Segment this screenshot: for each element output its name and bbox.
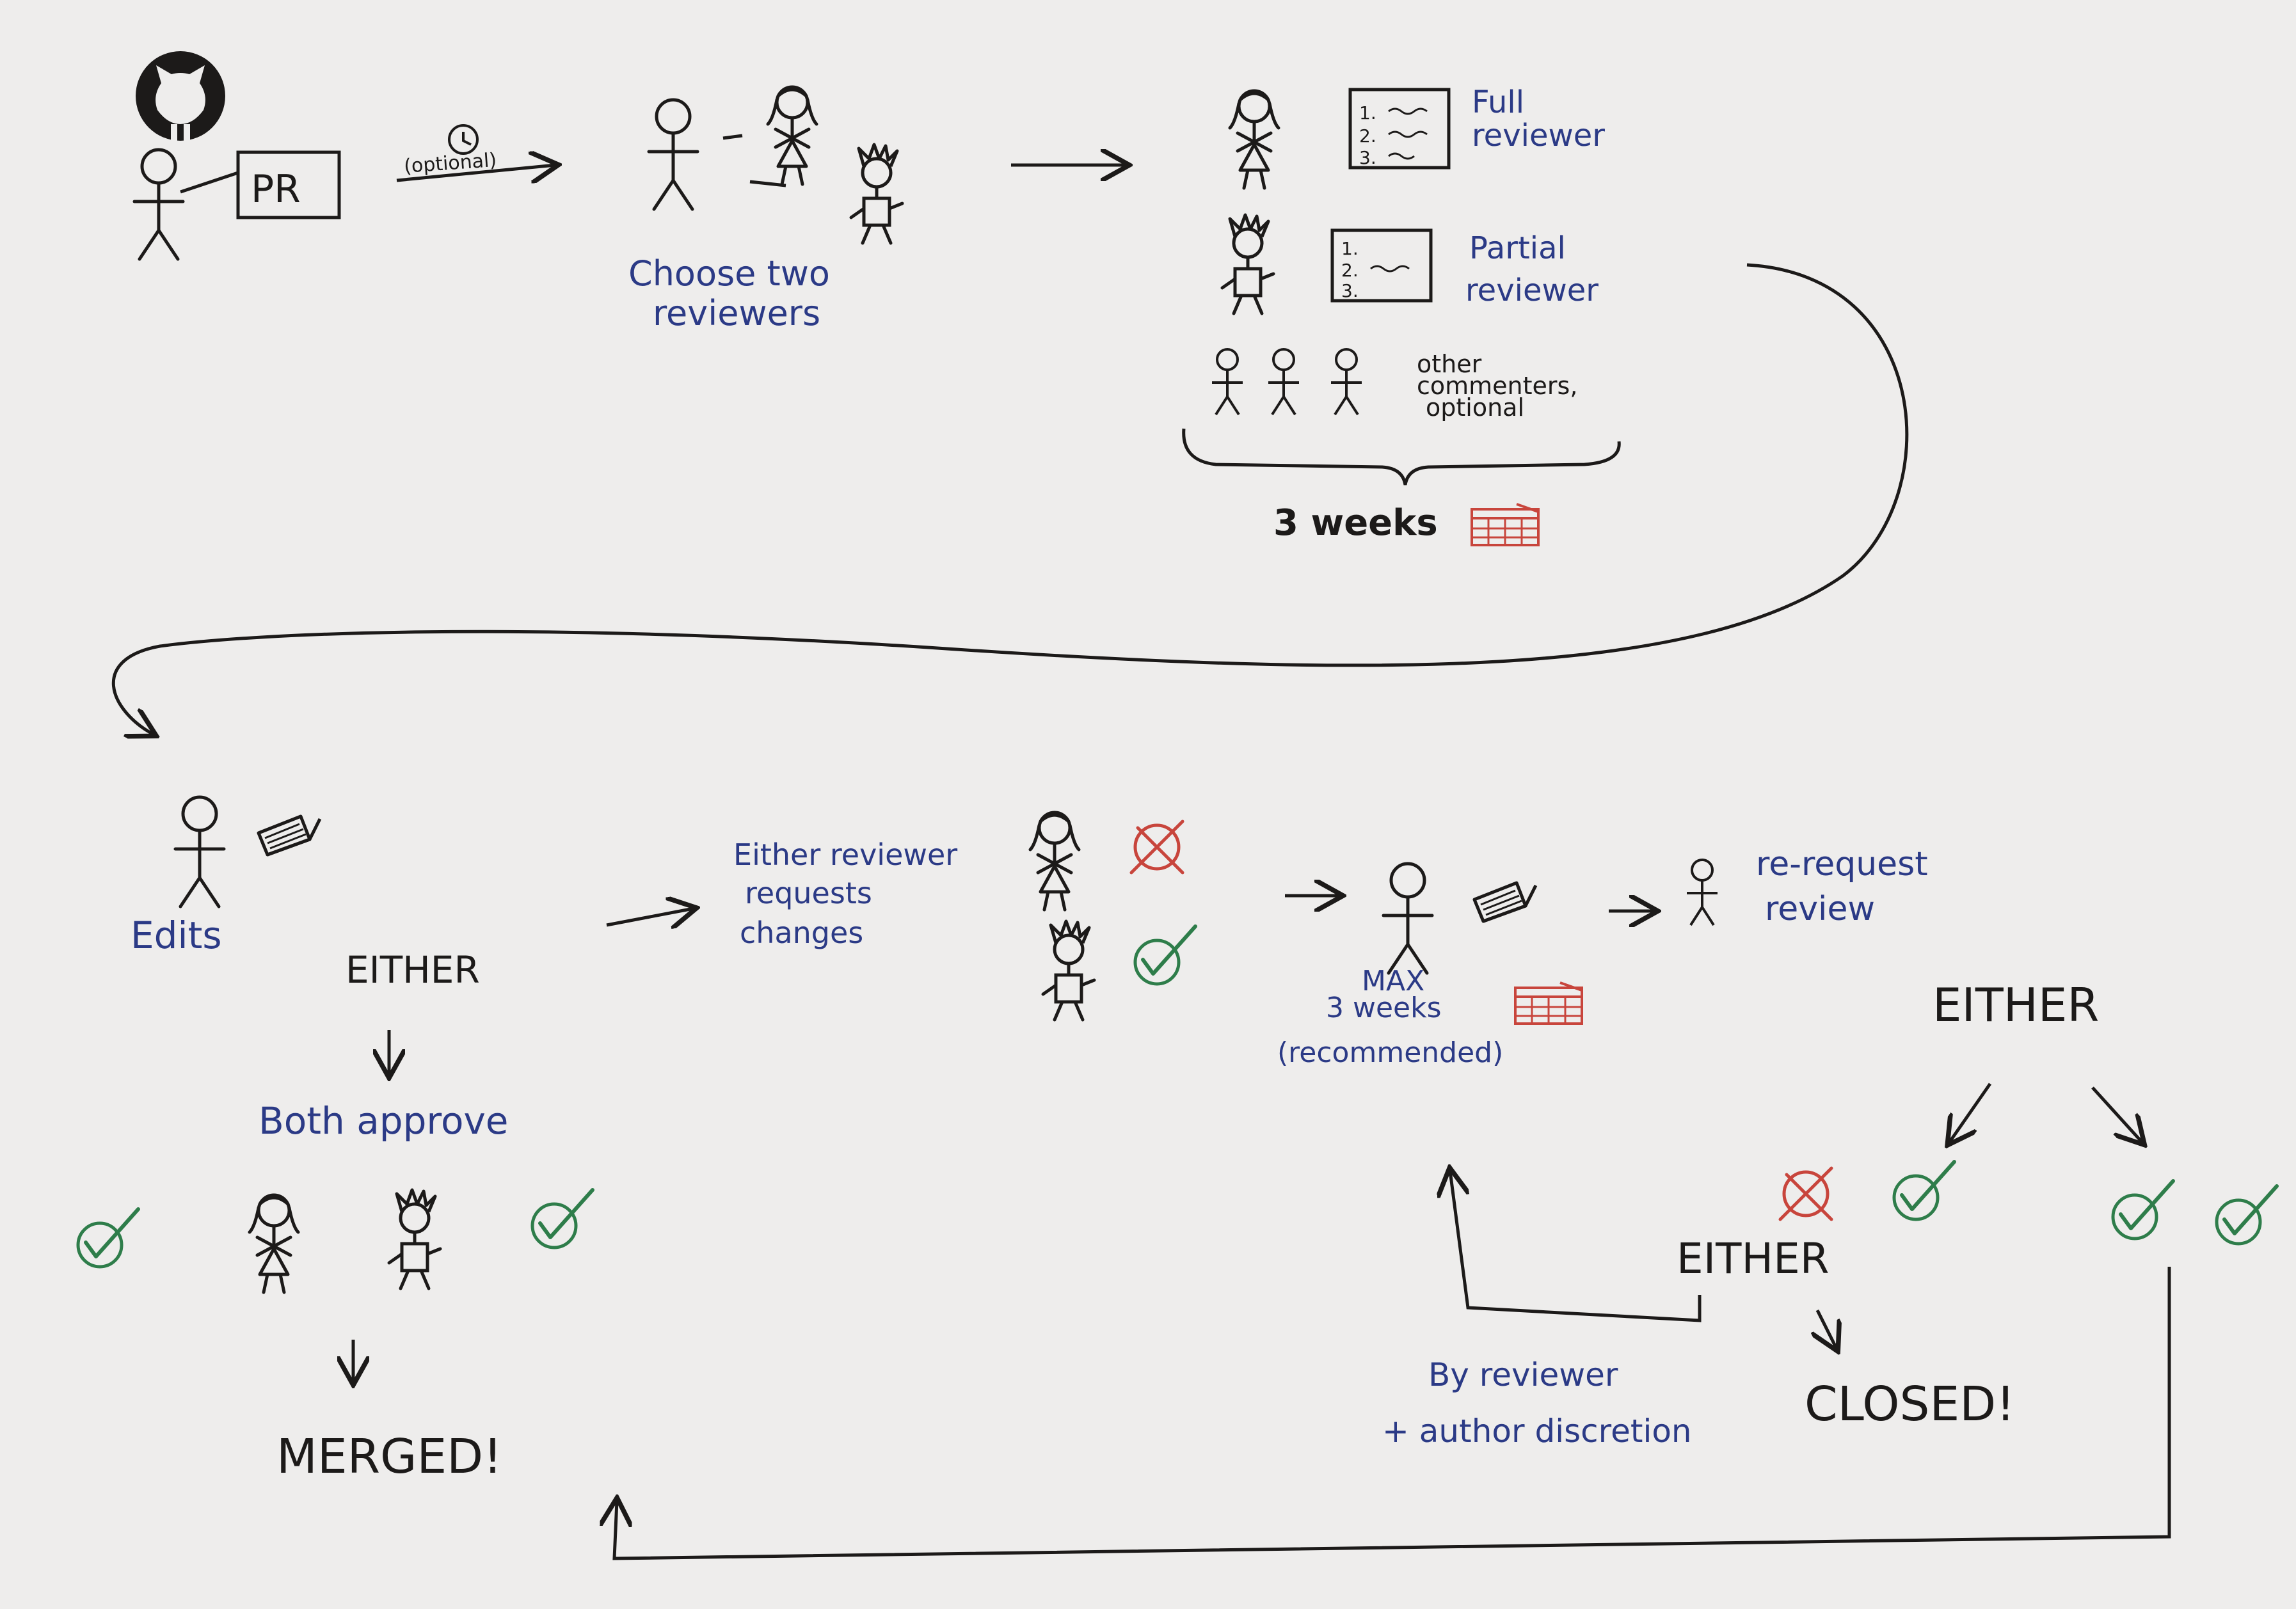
arrow-loop-back bbox=[1450, 1171, 1702, 1322]
re-request-figure bbox=[1686, 859, 1719, 926]
check-icon-4 bbox=[1894, 1162, 1954, 1219]
other-commenters-line2: commenters, bbox=[1417, 372, 1577, 400]
edits-label: Edits bbox=[131, 914, 222, 957]
partial-checklist: 1. 2. 3. bbox=[1330, 228, 1433, 303]
check-icon-5 bbox=[2113, 1181, 2173, 1239]
partial-check-2: 2. bbox=[1341, 260, 1359, 281]
reviewer-a-figure bbox=[768, 87, 817, 184]
brace bbox=[1182, 428, 1621, 486]
cross-icon-2 bbox=[1780, 1168, 1831, 1219]
max-weeks-line2: 3 weeks bbox=[1326, 992, 1442, 1024]
commenter-figure-2 bbox=[1267, 348, 1300, 416]
by-reviewer-line2: + author discretion bbox=[1382, 1413, 1692, 1450]
laptop-icon-2 bbox=[1474, 883, 1536, 921]
author-figure bbox=[134, 150, 183, 259]
closed-label: CLOSED! bbox=[1805, 1377, 2015, 1432]
requests-changes-line1: Either reviewer bbox=[733, 837, 957, 872]
changes-reviewer-b-figure bbox=[1043, 921, 1094, 1020]
partial-reviewer-figure bbox=[1222, 215, 1273, 313]
either-right-label: EITHER bbox=[1933, 978, 2099, 1032]
re-request-line1: re-request bbox=[1756, 845, 1928, 884]
arrow-to-closed bbox=[1817, 1309, 1837, 1349]
arrow-to-reviewers bbox=[396, 165, 555, 180]
calendar-icon bbox=[1471, 503, 1540, 546]
check-icon-6 bbox=[2217, 1186, 2277, 1244]
commenter-figure-3 bbox=[1330, 348, 1363, 416]
other-commenters-line1: other bbox=[1417, 350, 1482, 378]
arrow-to-both-approve-again bbox=[2091, 1086, 2142, 1143]
connector-to-edits bbox=[111, 263, 1909, 734]
both-approve-label: Both approve bbox=[259, 1099, 508, 1143]
arrow-to-requests-changes bbox=[606, 908, 694, 925]
merged-label: MERGED! bbox=[276, 1429, 502, 1484]
partial-check-3: 3. bbox=[1341, 280, 1359, 301]
max-weeks-line3: (recommended) bbox=[1277, 1036, 1503, 1069]
choose-reviewers-line1: Choose two bbox=[628, 253, 830, 294]
partial-check-1: 1. bbox=[1341, 238, 1359, 259]
check-icon-2 bbox=[532, 1190, 593, 1248]
check-icon-1 bbox=[78, 1209, 138, 1267]
either-bottom-label: EITHER bbox=[1677, 1234, 1830, 1283]
commenter-figure-1 bbox=[1211, 348, 1244, 416]
choose-reviewers-line2: reviewers bbox=[653, 293, 820, 333]
full-check-1: 1. bbox=[1359, 102, 1376, 123]
dash-1 bbox=[722, 134, 743, 140]
arrow-to-mixed bbox=[1949, 1082, 1992, 1143]
pr-label: PR bbox=[251, 167, 301, 212]
by-reviewer-line1: By reviewer bbox=[1428, 1356, 1618, 1393]
author-choosing-figure bbox=[649, 100, 698, 209]
partial-reviewer-line2: reviewer bbox=[1465, 273, 1598, 308]
duration-label: 3 weeks bbox=[1273, 502, 1438, 544]
reviewer-b-figure bbox=[851, 145, 902, 243]
either-left-label: EITHER bbox=[346, 948, 480, 992]
arrow-back-to-merged bbox=[614, 1267, 2171, 1560]
pr-box bbox=[236, 150, 341, 219]
requests-changes-line2: requests bbox=[745, 876, 872, 910]
max-weeks-line1: MAX bbox=[1362, 965, 1424, 997]
full-reviewer-line1: Full bbox=[1472, 84, 1524, 120]
full-check-3: 3. bbox=[1359, 147, 1376, 168]
editor-figure bbox=[175, 797, 224, 907]
dash-2 bbox=[749, 180, 786, 187]
full-reviewer-line2: reviewer bbox=[1472, 118, 1605, 154]
calendar-icon-2 bbox=[1514, 981, 1583, 1025]
re-request-line2: review bbox=[1765, 890, 1875, 928]
clock-icon bbox=[448, 124, 479, 155]
partial-reviewer-line1: Partial bbox=[1469, 230, 1566, 266]
full-checklist: 1. 2. 3. bbox=[1348, 88, 1451, 170]
requests-changes-line3: changes bbox=[740, 915, 863, 950]
check-icon-3 bbox=[1135, 926, 1195, 984]
github-icon bbox=[136, 51, 225, 141]
full-reviewer-figure bbox=[1230, 91, 1279, 188]
approver-a-figure bbox=[250, 1195, 298, 1292]
full-check-2: 2. bbox=[1359, 125, 1376, 147]
approver-b-figure bbox=[389, 1190, 440, 1288]
author-arm bbox=[180, 171, 239, 194]
changes-reviewer-a-figure bbox=[1030, 812, 1079, 910]
laptop-icon bbox=[259, 816, 320, 855]
cross-icon-1 bbox=[1131, 821, 1183, 873]
author-rework-figure bbox=[1383, 864, 1432, 973]
other-commenters-line3: optional bbox=[1426, 393, 1524, 422]
